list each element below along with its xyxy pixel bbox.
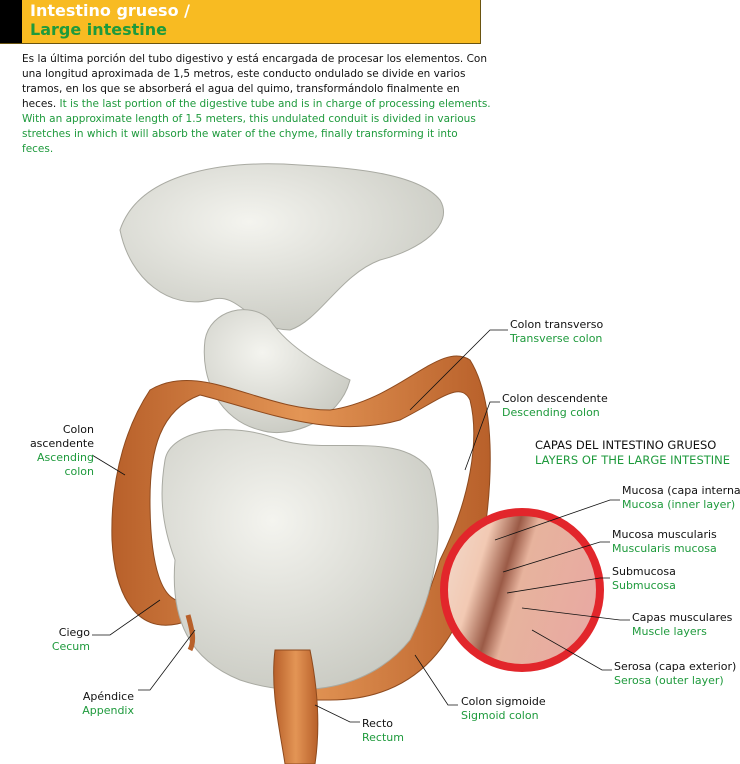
label-en: Muscularis mucosa	[612, 542, 717, 555]
label-es: Colon sigmoide	[461, 695, 546, 708]
label-es: Colon ascendente	[29, 423, 94, 450]
label-en: Submucosa	[612, 579, 676, 592]
label-es: Mucosa (capa interna)	[622, 484, 740, 497]
intro-en: It is the last portion of the digestive …	[22, 98, 491, 155]
label-en: Mucosa (inner layer)	[622, 498, 736, 511]
banner-accent	[0, 0, 22, 43]
label-ascending-colon: Colon ascendente Ascending colon	[8, 423, 94, 479]
label-en: Cecum	[51, 640, 90, 653]
layer-label-muscle-layers: Capas musculares Muscle layers	[632, 611, 732, 639]
intro-text: Es la última porción del tubo digestivo …	[22, 52, 492, 157]
rectum	[273, 649, 319, 764]
label-es: Serosa (capa exterior)	[614, 660, 737, 673]
label-cecum: Ciego Cecum	[40, 626, 90, 654]
label-en: Sigmoid colon	[461, 709, 539, 722]
magnifier-ring	[440, 508, 604, 672]
label-en: Descending colon	[502, 406, 600, 419]
layers-title-en: LAYERS OF THE LARGE INTESTINE	[535, 453, 731, 467]
layers-cross-section	[444, 512, 600, 668]
layer-label-submucosa: Submucosa Submucosa	[612, 565, 676, 593]
label-en: Ascending colon	[36, 451, 94, 478]
layers-title: CAPAS DEL INTESTINO GRUESO LAYERS OF THE…	[535, 438, 730, 468]
layer-label-serosa: Serosa (capa exterior) Serosa (outer lay…	[614, 660, 736, 688]
liver	[119, 163, 444, 331]
label-transverse-colon: Colon transverso Transverse colon	[510, 318, 603, 346]
label-es: Mucosa muscularis	[612, 528, 717, 541]
label-en: Transverse colon	[510, 332, 603, 345]
label-en: Rectum	[362, 731, 404, 744]
small-intestine	[161, 429, 439, 691]
label-es: Apéndice	[82, 690, 134, 703]
title-en: Large intestine	[30, 20, 168, 39]
label-es: Ciego	[58, 626, 90, 639]
title-es: Intestino grueso /	[30, 1, 190, 20]
layer-label-mucosa: Mucosa (capa interna) Mucosa (inner laye…	[622, 484, 740, 512]
layers-title-es: CAPAS DEL INTESTINO GRUESO	[535, 438, 717, 452]
label-es: Recto	[362, 717, 394, 730]
label-rectum: Recto Rectum	[362, 717, 404, 745]
label-es: Colon transverso	[510, 318, 604, 331]
label-sigmoid-colon: Colon sigmoide Sigmoid colon	[461, 695, 546, 723]
label-en: Serosa (outer layer)	[614, 674, 724, 687]
label-es: Submucosa	[612, 565, 676, 578]
title-banner: Intestino grueso / Large intestine	[0, 0, 481, 44]
label-en: Appendix	[82, 704, 134, 717]
intro-es: Es la última porción del tubo digestivo …	[22, 53, 488, 110]
label-appendix: Apéndice Appendix	[60, 690, 134, 718]
label-es: Colon descendente	[502, 392, 608, 405]
appendix	[185, 614, 196, 652]
label-es: Capas musculares	[632, 611, 733, 624]
label-en: Muscle layers	[632, 625, 707, 638]
leader-lines	[91, 329, 630, 723]
label-descending-colon: Colon descendente Descending colon	[502, 392, 608, 420]
layer-label-muscularis-mucosa: Mucosa muscularis Muscularis mucosa	[612, 528, 717, 556]
